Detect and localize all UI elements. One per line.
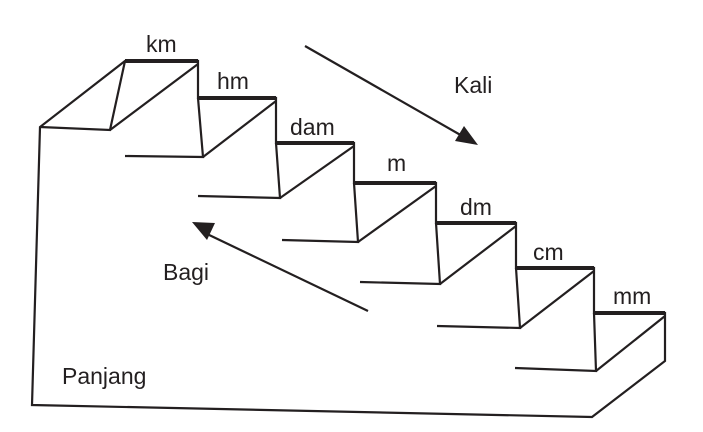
divide-label: Bagi bbox=[163, 259, 210, 285]
divide-arrow-head bbox=[192, 222, 215, 240]
step-label-dm: dm bbox=[460, 194, 492, 220]
tread-top-edges bbox=[125, 59, 665, 315]
multiply-arrow-line bbox=[304, 45, 465, 138]
step-label-cm: cm bbox=[533, 239, 564, 265]
multiply-label: Kali bbox=[454, 72, 493, 98]
tread-front-edges bbox=[39, 60, 598, 373]
step-label-dam: dam bbox=[290, 114, 335, 140]
quantity-label: Panjang bbox=[62, 363, 147, 389]
multiply-arrow-head bbox=[455, 126, 478, 145]
divide-arrow-line bbox=[204, 232, 369, 312]
step-label-m: m bbox=[387, 150, 407, 176]
tread-back-edges bbox=[109, 63, 666, 372]
step-label-hm: hm bbox=[217, 68, 249, 94]
step-label-km: km bbox=[146, 31, 177, 57]
step-label-mm: mm bbox=[613, 283, 652, 309]
